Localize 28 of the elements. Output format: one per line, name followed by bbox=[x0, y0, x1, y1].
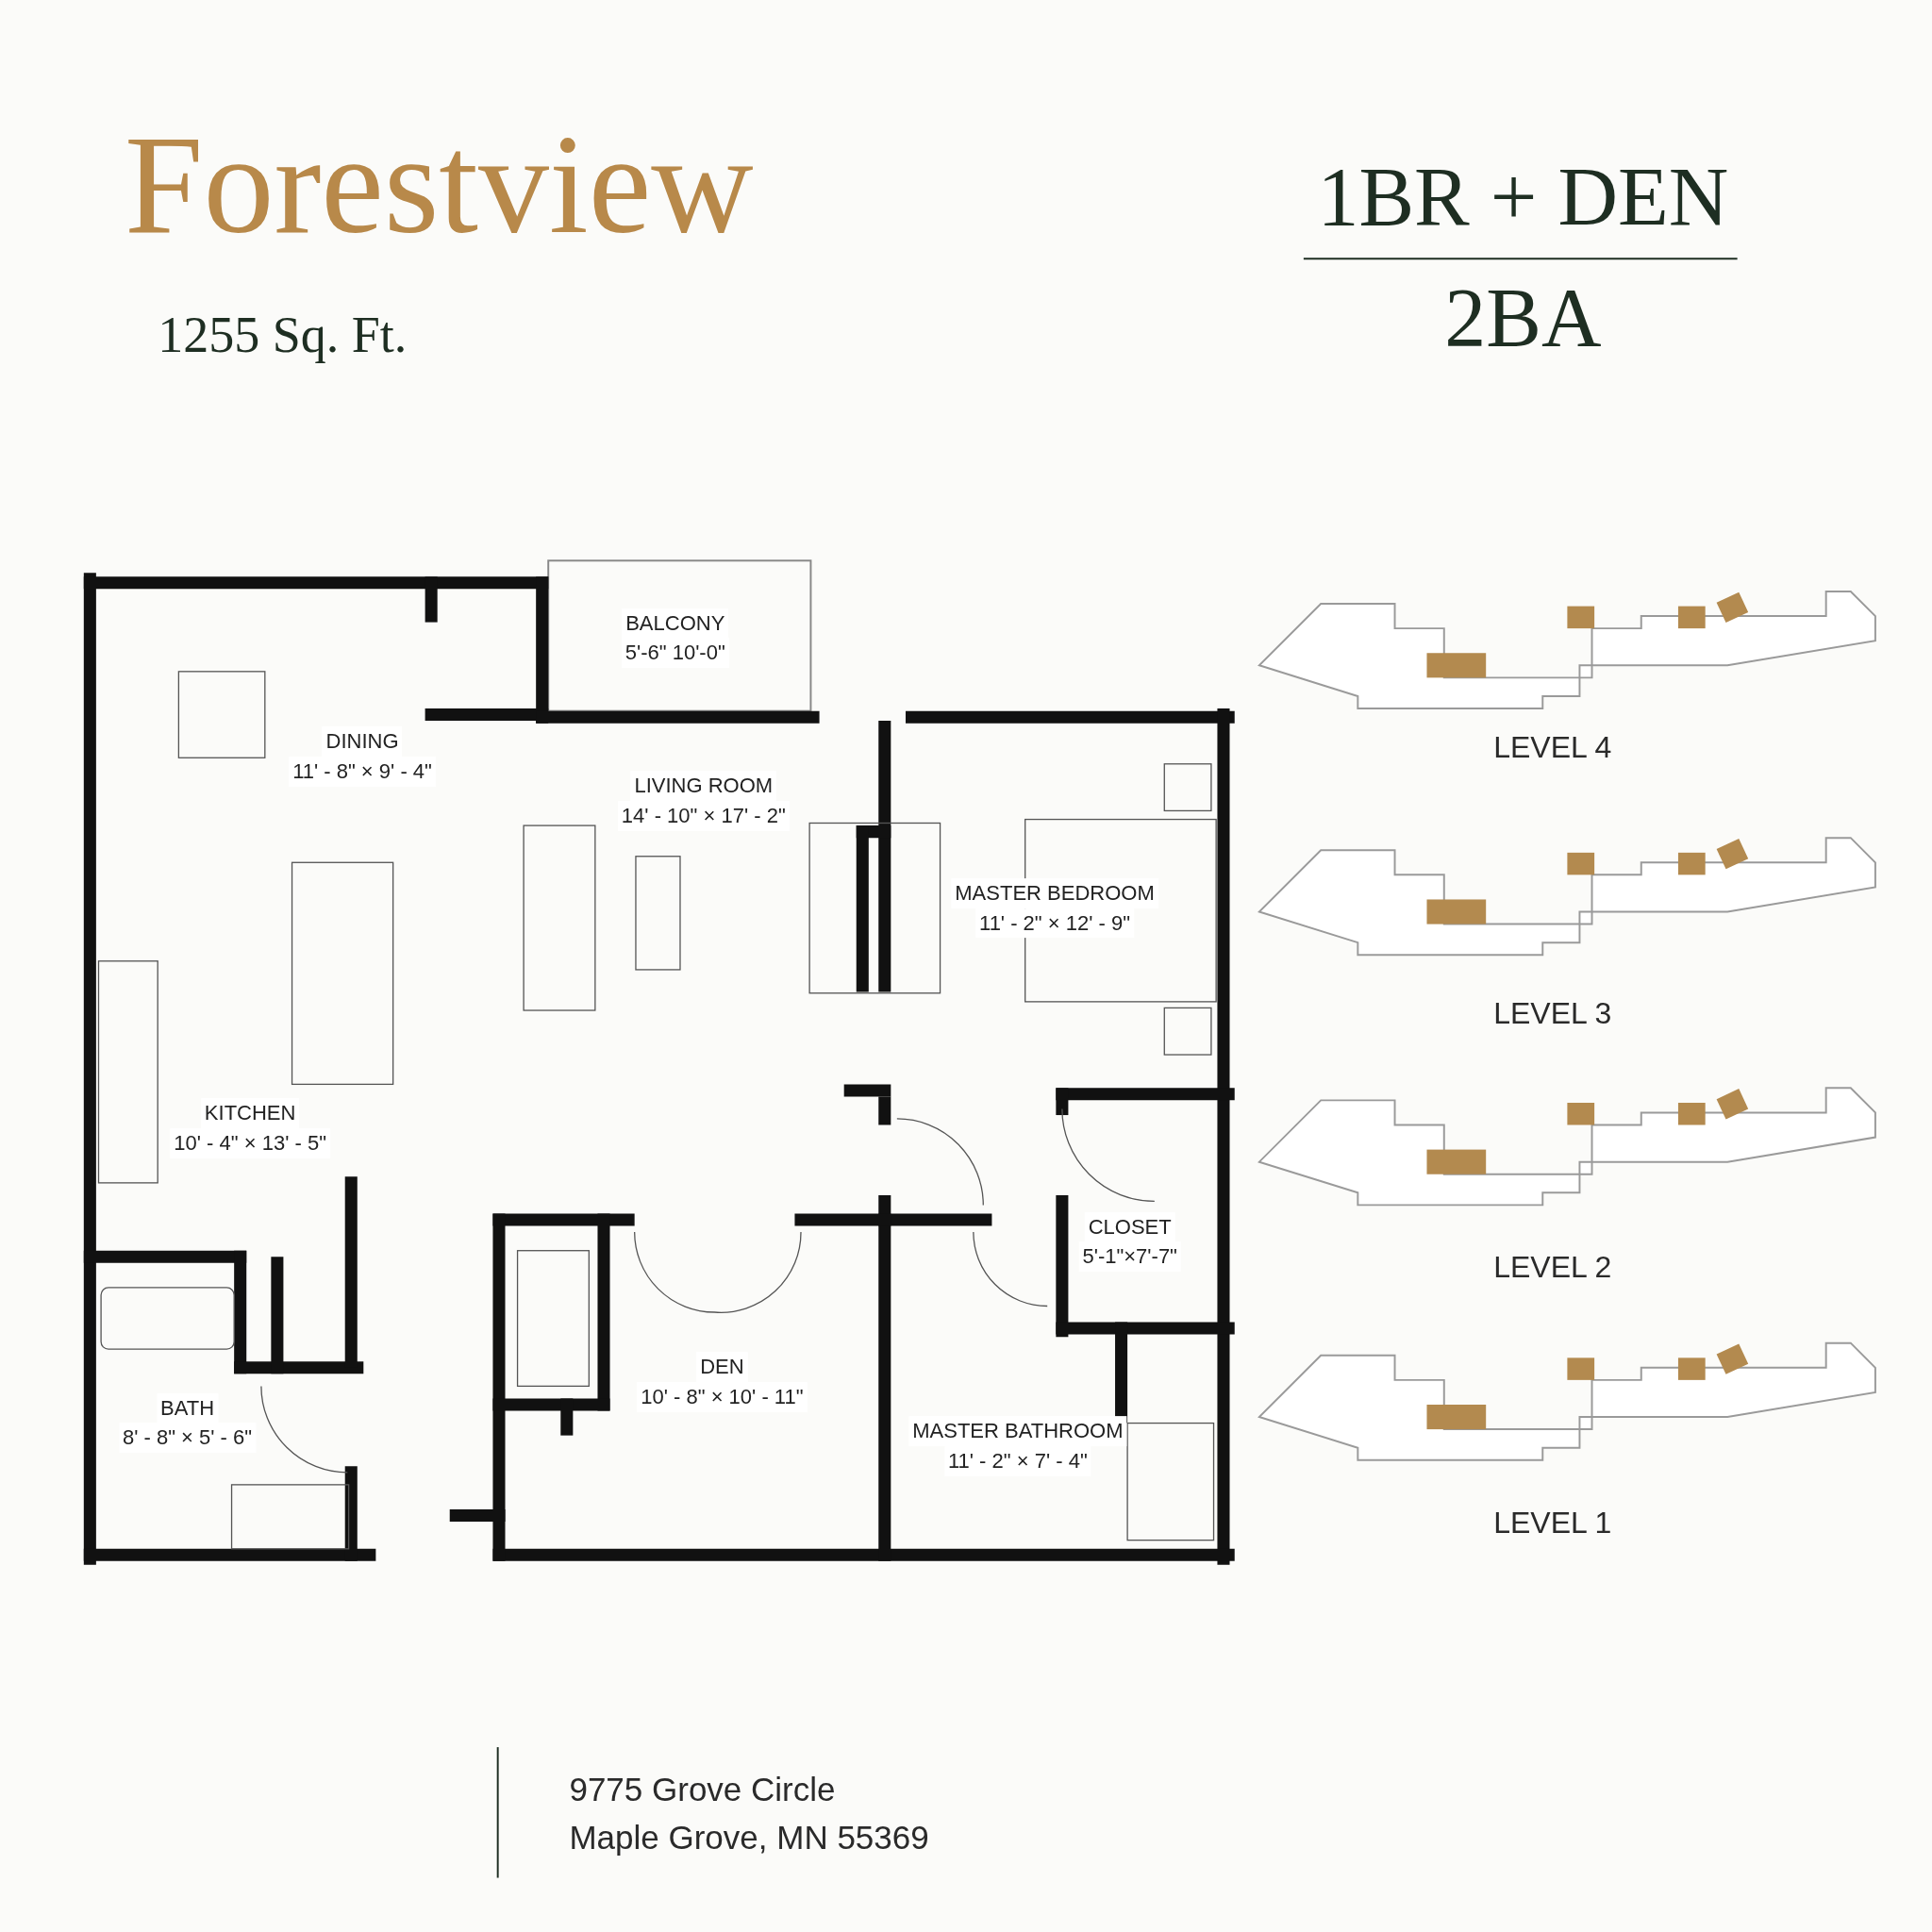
room-name: MASTER BATHROOM bbox=[908, 1416, 1127, 1447]
level-label: LEVEL 2 bbox=[1493, 1251, 1612, 1282]
room-dimensions: 11' - 8" × 9' - 4" bbox=[289, 756, 436, 787]
unit-type-text: 1BR + DEN bbox=[1317, 155, 1729, 239]
room-name: DEN bbox=[696, 1352, 748, 1383]
room-dimensions: 5'-1"×7'-7" bbox=[1078, 1241, 1181, 1273]
room-name: DINING bbox=[322, 726, 403, 757]
level-label: LEVEL 3 bbox=[1493, 997, 1612, 1028]
room-dimensions: 10' - 4" × 13' - 5" bbox=[170, 1128, 330, 1159]
room-name: BALCONY bbox=[622, 608, 729, 639]
room-name: LIVING ROOM bbox=[630, 771, 777, 801]
room-dimensions: 11' - 2" × 7' - 4" bbox=[943, 1446, 1091, 1477]
room-name: MASTER BEDROOM bbox=[951, 877, 1158, 908]
room-name: CLOSET bbox=[1084, 1211, 1175, 1242]
address-text: Maple Grove, MN 55369 bbox=[569, 1820, 929, 1854]
room-dimensions: 11' - 2" × 12' - 9" bbox=[975, 908, 1134, 939]
address-text: 9775 Grove Circle bbox=[569, 1773, 836, 1806]
area-text: 1255 Sq. Ft. bbox=[158, 309, 408, 361]
level-label: LEVEL 1 bbox=[1493, 1507, 1612, 1539]
level-label: LEVEL 4 bbox=[1493, 731, 1612, 762]
room-dimensions: 8' - 8" × 5' - 6" bbox=[118, 1423, 257, 1454]
room-name: BATH bbox=[157, 1392, 219, 1424]
room-name: KITCHEN bbox=[200, 1098, 300, 1129]
room-dimensions: 10' - 8" × 10' - 11" bbox=[637, 1382, 808, 1413]
room-dimensions: 14' - 10" × 17' - 2" bbox=[617, 800, 790, 831]
unit-type-text: 2BA bbox=[1444, 275, 1602, 359]
room-dimensions: 5'-6" 10'-0" bbox=[621, 638, 729, 669]
plan-title: Forestview bbox=[125, 113, 754, 255]
